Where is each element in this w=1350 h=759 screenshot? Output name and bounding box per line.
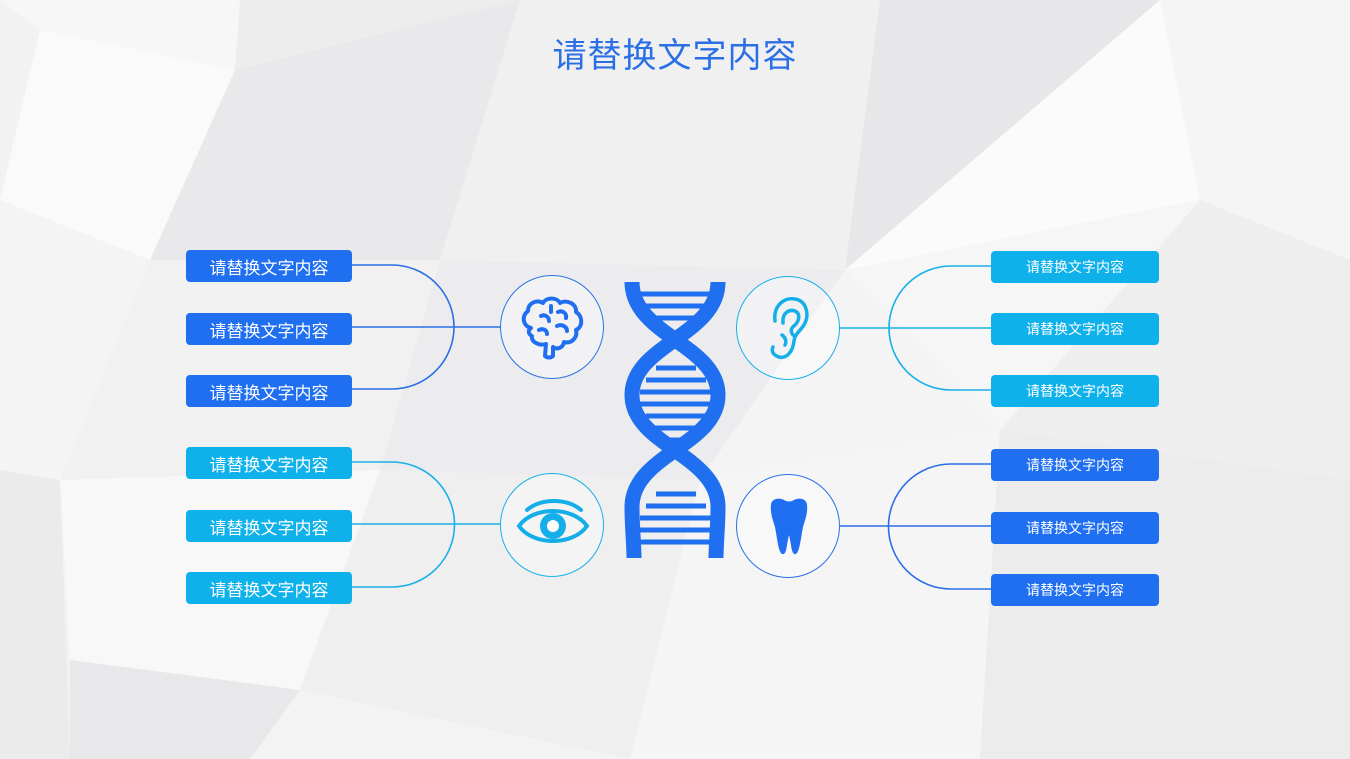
- tooth-circle: [736, 474, 840, 578]
- label-top-right-2: 请替换文字内容: [991, 313, 1159, 345]
- tooth-icon: [770, 498, 808, 555]
- connector-bottom-right: [840, 463, 991, 590]
- connector-top-left: [352, 264, 500, 390]
- eye-icon: [516, 499, 590, 543]
- page-title: 请替换文字内容: [552, 36, 798, 76]
- ear-circle: [736, 276, 840, 380]
- label-top-right-1: 请替换文字内容: [991, 251, 1159, 283]
- label-top-right-3: 请替换文字内容: [991, 375, 1159, 407]
- label-bottom-left-2: 请替换文字内容: [186, 510, 352, 542]
- label-top-left-3: 请替换文字内容: [186, 375, 352, 407]
- ear-icon: [770, 296, 809, 360]
- eye-circle: [500, 473, 604, 577]
- label-bottom-left-3: 请替换文字内容: [186, 572, 352, 604]
- label-top-left-2: 请替换文字内容: [186, 313, 352, 345]
- label-bottom-right-2: 请替换文字内容: [991, 512, 1159, 544]
- label-bottom-right-3: 请替换文字内容: [991, 574, 1159, 606]
- brain-icon: [521, 296, 584, 360]
- label-bottom-right-1: 请替换文字内容: [991, 449, 1159, 481]
- brain-circle: [500, 275, 604, 379]
- label-top-left-1: 请替换文字内容: [186, 250, 352, 282]
- label-bottom-left-1: 请替换文字内容: [186, 447, 352, 479]
- connector-bottom-left: [352, 461, 500, 588]
- connector-top-right: [840, 265, 991, 391]
